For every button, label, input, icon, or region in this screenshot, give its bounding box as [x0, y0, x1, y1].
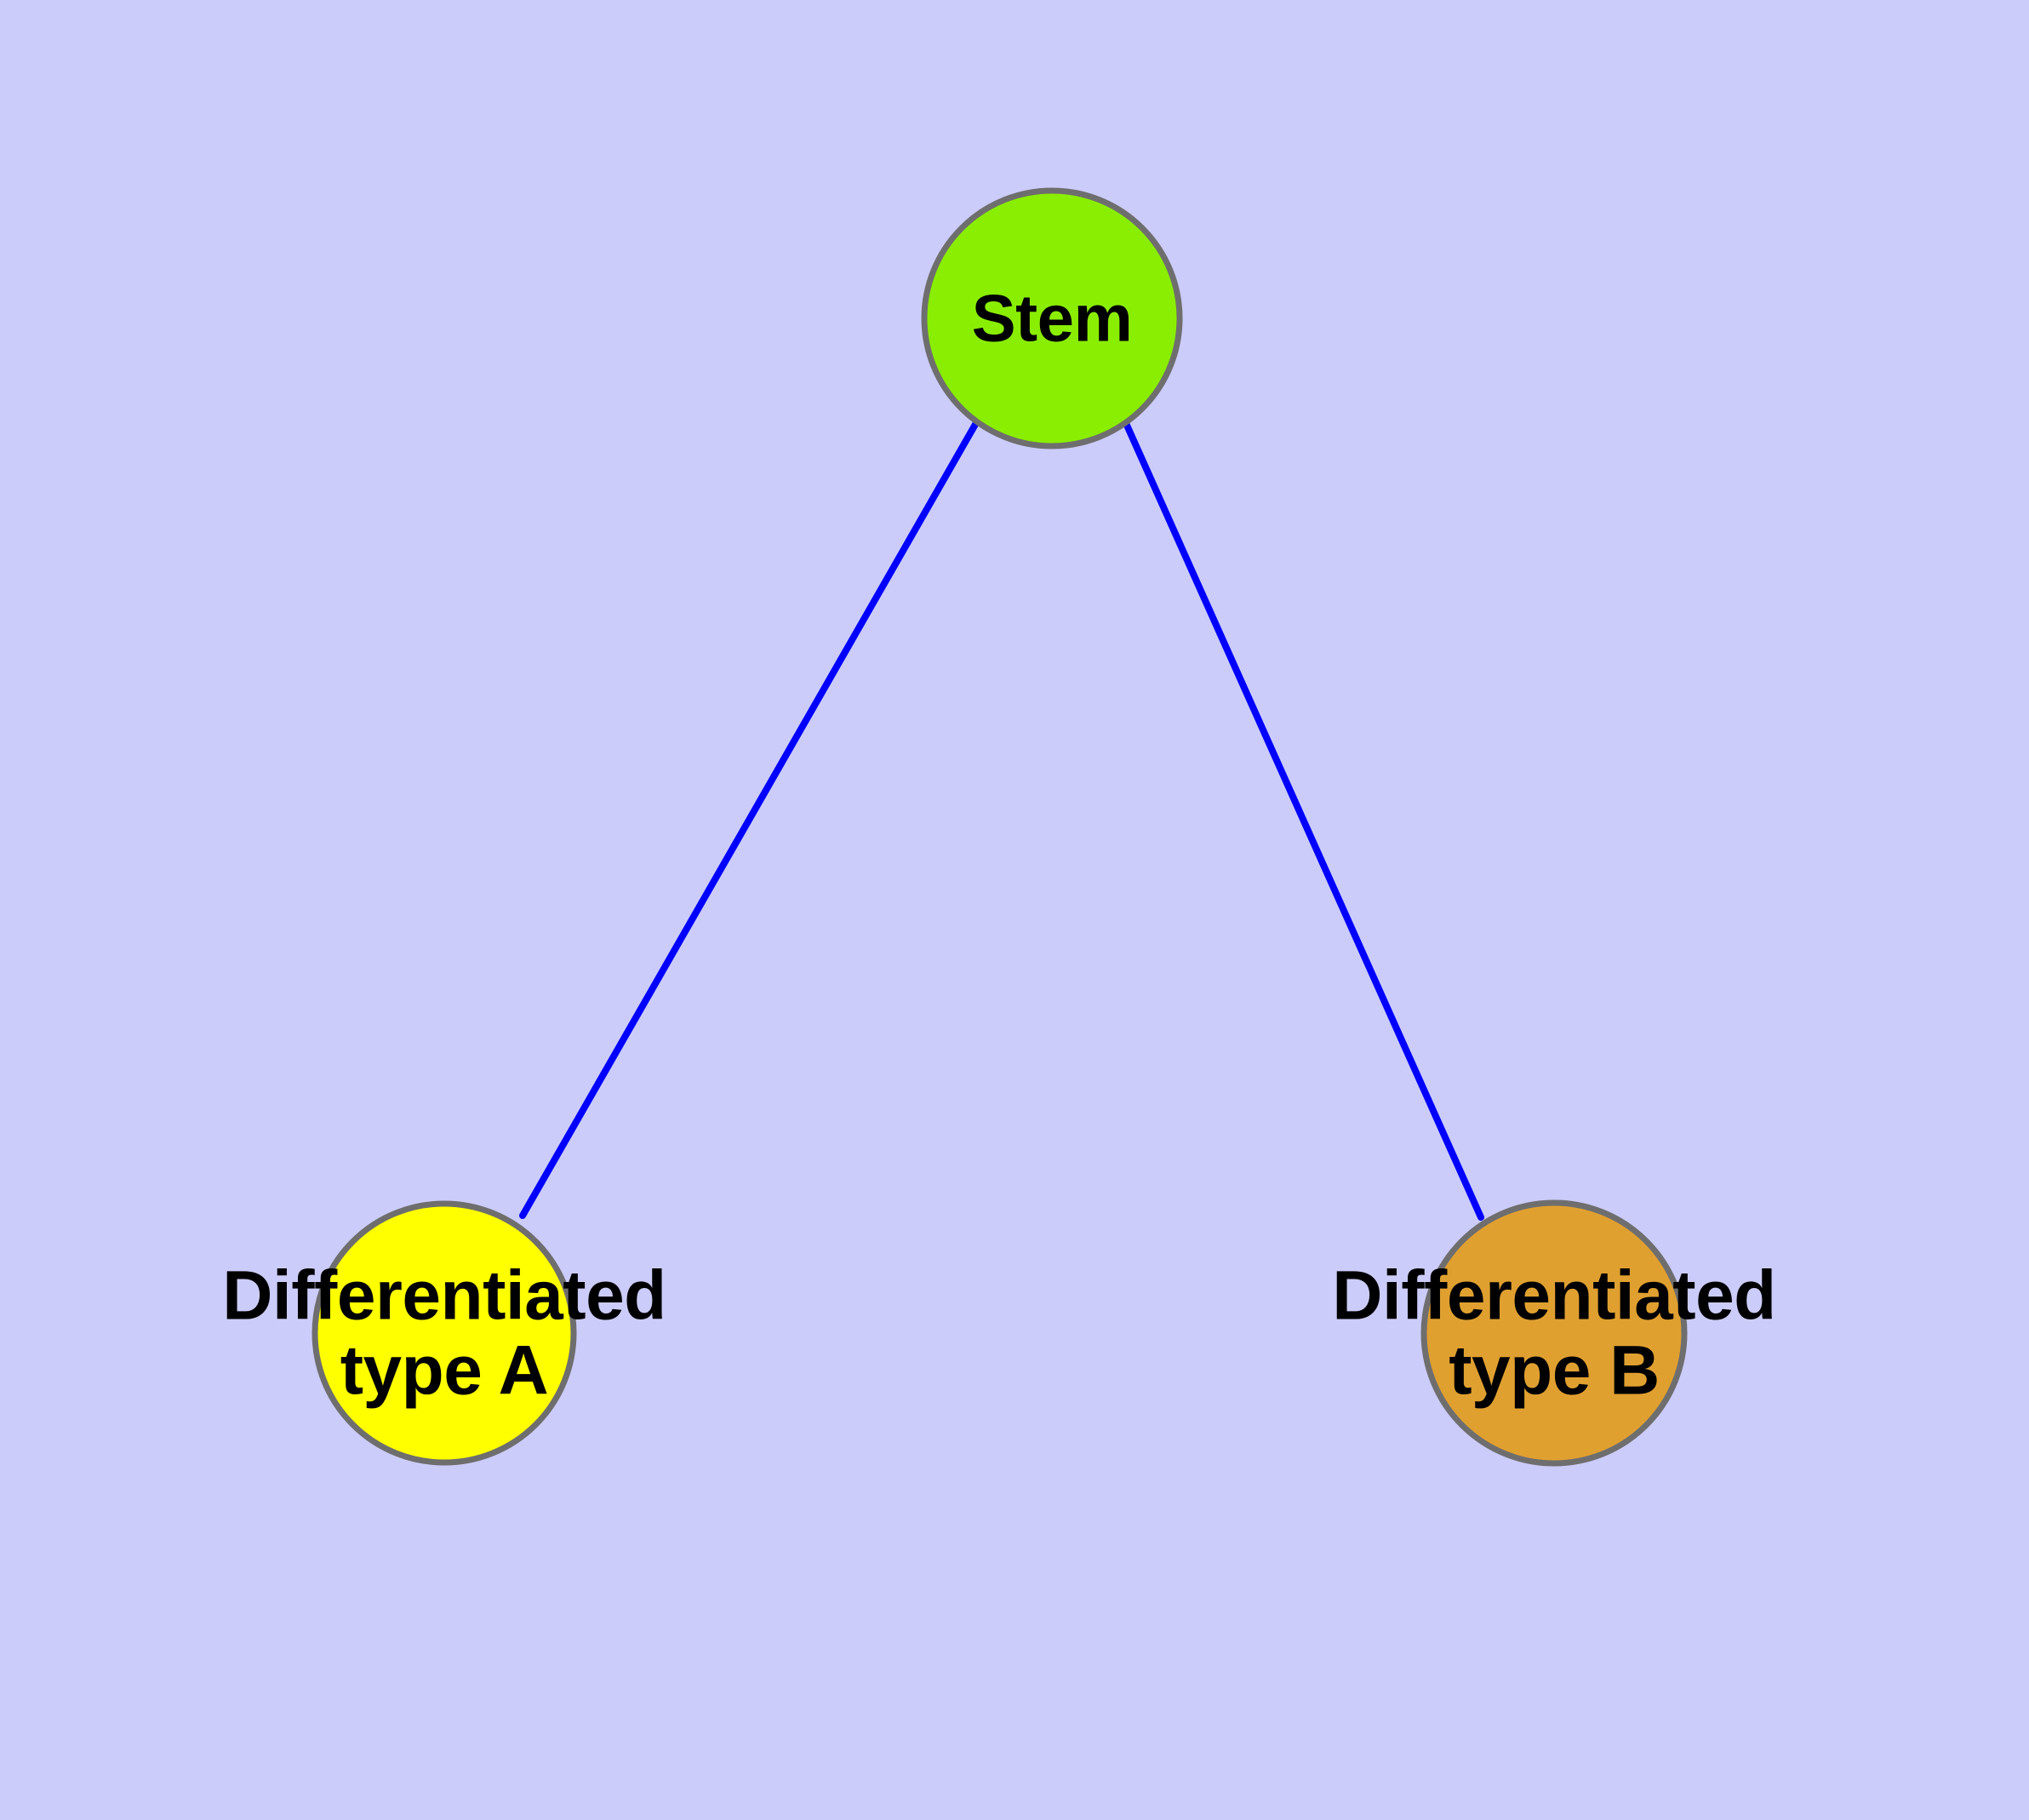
node-stem[interactable] [921, 187, 1183, 449]
edge-stem-to-differentiated-type-b[interactable] [1122, 418, 1484, 1221]
edge-stem-to-differentiated-type-a[interactable] [519, 418, 980, 1219]
node-differentiated-type-b[interactable] [1420, 1199, 1688, 1467]
edges-group [519, 418, 1484, 1221]
node-differentiated-type-a[interactable] [311, 1200, 577, 1466]
nodes-group [311, 187, 1688, 1467]
